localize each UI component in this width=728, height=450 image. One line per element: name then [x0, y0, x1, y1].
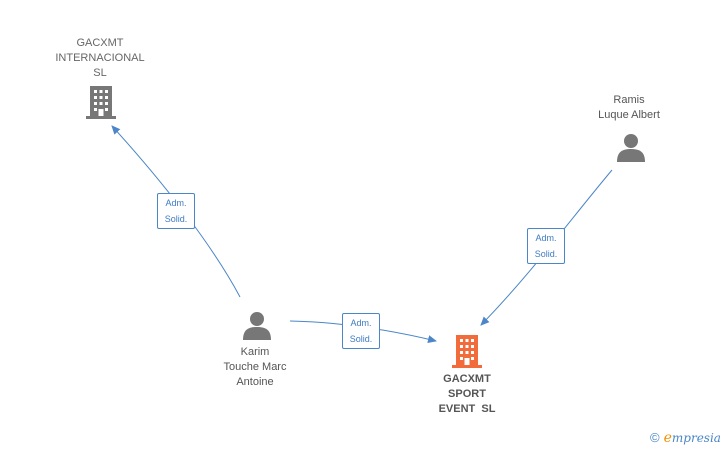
role-badge-line: Solid.	[164, 214, 188, 224]
building-icon[interactable]	[452, 335, 482, 368]
node-label-line: Karim	[240, 346, 270, 358]
node-label-line: INTERNACIONAL	[55, 52, 145, 64]
person-icon[interactable]	[243, 312, 271, 340]
role-badge-line: Solid.	[534, 249, 558, 259]
role-badge-line: Adm.	[350, 318, 372, 328]
node-label-line: SPORT	[448, 388, 486, 400]
node-label-line: SL	[93, 67, 107, 79]
node-label-line: Luque Albert	[598, 109, 660, 121]
node-label-gacxmt-sport[interactable]: GACXMT SPORT EVENT SL	[417, 372, 517, 417]
role-badge-line: Solid.	[349, 334, 373, 344]
node-label-line: GACXMT	[76, 37, 124, 49]
role-badge-ramis-sport[interactable]: Adm. Solid.	[527, 228, 565, 264]
brand-watermark: ©empresia	[650, 430, 721, 446]
node-label-karim[interactable]: Karim Touche Marc Antoine	[205, 345, 305, 390]
brand-logo-text: mpresia	[671, 431, 721, 445]
node-label-line: Ramis	[613, 94, 645, 106]
role-badge-karim-sport[interactable]: Adm. Solid.	[342, 313, 380, 349]
node-label-ramis[interactable]: Ramis Luque Albert	[579, 93, 679, 123]
node-label-gacxmt-internacional[interactable]: GACXMT INTERNACIONAL SL	[40, 36, 160, 81]
brand-logo-initial: e	[663, 430, 672, 446]
copyright-symbol: ©	[650, 430, 660, 445]
role-badge-line: Adm.	[535, 233, 557, 243]
node-label-line: EVENT SL	[438, 403, 496, 415]
node-label-line: GACXMT	[443, 373, 491, 385]
role-badge-karim-internacional[interactable]: Adm. Solid.	[157, 193, 195, 229]
person-icon[interactable]	[617, 134, 645, 162]
role-badge-line: Adm.	[165, 198, 187, 208]
node-label-line: Touche Marc	[223, 361, 287, 373]
node-label-line: Antoine	[236, 376, 274, 388]
building-icon[interactable]	[86, 86, 116, 119]
